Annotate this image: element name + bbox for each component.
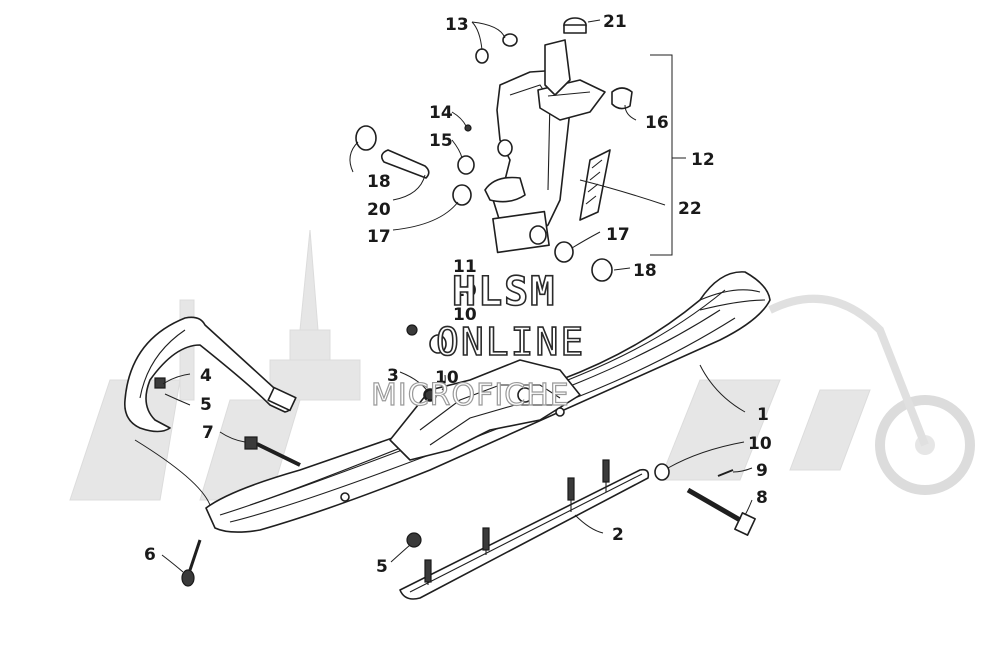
callout-19-left: 18 (367, 172, 391, 192)
callout-14: 12 (691, 150, 715, 170)
sleeve-20 (380, 149, 430, 179)
callout-1: 1 (757, 405, 769, 425)
callout-12: 10 (453, 281, 477, 301)
callout-19-right: 18 (633, 261, 657, 281)
callout-17-right: 16 (645, 113, 669, 133)
background-logo (69, 229, 975, 501)
bushings (355, 33, 633, 282)
watermark: HLSM ONLINE MICROFICHE (370, 268, 585, 413)
watermark-line3: MICROFICHE (371, 378, 570, 413)
callout-4: 4 (200, 366, 212, 386)
callout-8: 8 (756, 488, 768, 508)
watermark-line2: ONLINE (436, 320, 585, 364)
leader-lines (134, 19, 753, 573)
callout-5-upper: 5 (200, 395, 212, 415)
callout-20: 20 (367, 200, 391, 220)
wear-bar (399, 459, 650, 600)
spindle-assembly (484, 17, 611, 254)
callout-10-lower: 10 (748, 434, 772, 454)
bushing-18-left (452, 184, 472, 206)
callout-10-upper: 10 (453, 305, 477, 325)
callout-16: 14 (429, 103, 453, 123)
bushing-19-left (355, 125, 377, 151)
callout-2: 2 (612, 525, 624, 545)
callout-18-right: 17 (606, 225, 630, 245)
screw-6 (181, 569, 195, 587)
bracket-14 (650, 54, 686, 256)
watermark-line1: HLSM (452, 269, 556, 315)
nut-5 (406, 532, 422, 548)
bushing-19-right (591, 258, 613, 282)
callout-13: 11 (453, 257, 477, 277)
callout-9: 9 (756, 461, 768, 481)
decal-22 (579, 149, 611, 221)
callout-22: 22 (678, 199, 702, 219)
callout-18-left: 17 (367, 227, 391, 247)
washer-15b (502, 33, 518, 47)
callout-21: 21 (603, 12, 627, 32)
bolt-7-head (244, 436, 258, 450)
washer-10 (654, 463, 670, 481)
callout-6: 6 (144, 545, 156, 565)
callout-5-lower: 5 (376, 557, 388, 577)
bushing-18-right (554, 241, 574, 263)
bushing-17-left (457, 155, 475, 175)
callout-7: 7 (202, 423, 214, 443)
callout-17-left: 15 (429, 131, 453, 151)
nut-12 (406, 324, 418, 336)
bolts (181, 324, 756, 587)
ski-loop (123, 316, 297, 433)
spindle-post (544, 39, 571, 96)
callout-labels: 13 21 14 15 16 12 18 20 17 22 17 18 11 1… (144, 12, 772, 577)
callout-15: 13 (445, 15, 469, 35)
callout-11: 10 (435, 368, 459, 388)
washer-15a (475, 48, 489, 64)
bushing-17-right (611, 87, 633, 110)
callout-3: 3 (387, 366, 399, 386)
